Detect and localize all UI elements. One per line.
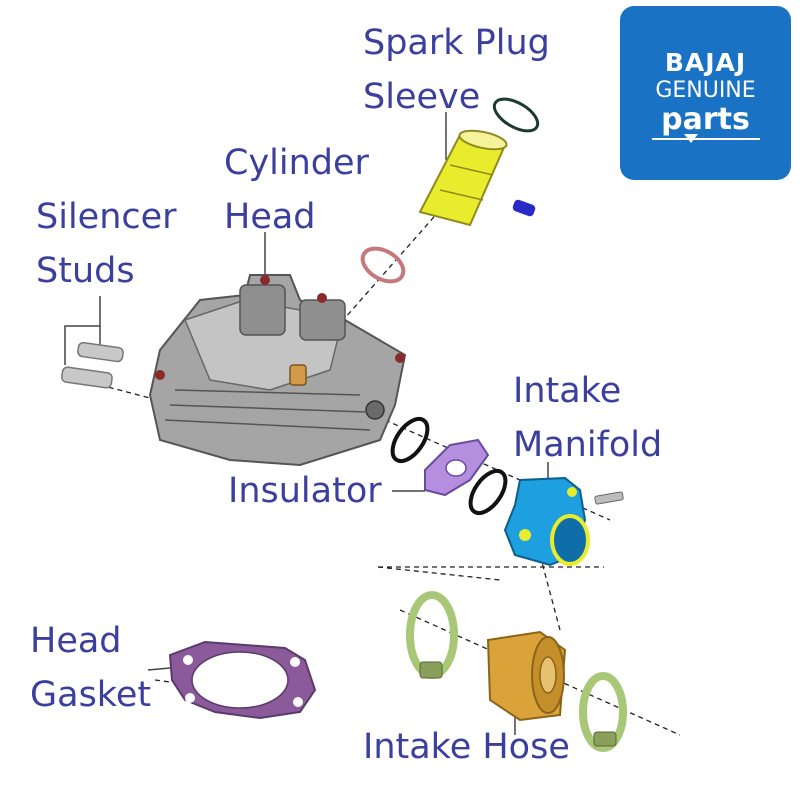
label-silencer-studs-line2: Studs [36, 251, 135, 291]
bajaj-genuine-parts-logo: BAJAJ GENUINE parts [620, 6, 791, 180]
manifold-o-ring-1 [390, 416, 430, 464]
label-insulator: Insulator [228, 471, 382, 511]
label-intake-hose: Intake Hose [363, 727, 570, 767]
label-spark-plug-sleeve-line1: Spark Plug [363, 23, 550, 63]
logo-parts: parts [661, 102, 750, 137]
head-gasket-part [168, 640, 317, 720]
logo-brand: BAJAJ [664, 48, 747, 77]
label-spark-plug-sleeve-line2: Sleeve [363, 77, 481, 117]
intake-hose-part [486, 630, 567, 722]
intake-manifold-part [503, 476, 624, 567]
head-o-ring [360, 246, 406, 284]
logo-arrow-icon [684, 134, 698, 143]
cylinder-head-part [148, 274, 407, 467]
logo-underline [652, 138, 760, 140]
label-head-gasket-line1: Head [30, 621, 122, 661]
label-cylinder-head-line1: Cylinder [224, 143, 369, 183]
insulator-part [424, 438, 490, 497]
label-intake-manifold-line2: Manifold [513, 425, 663, 465]
silencer-studs-part [61, 341, 124, 389]
label-head-gasket-line2: Gasket [30, 675, 152, 715]
label-silencer-studs-line1: Silencer [36, 197, 177, 237]
label-cylinder-head-line2: Head [224, 197, 316, 237]
logo-genuine: GENUINE [655, 78, 756, 103]
hose-clamps-part [406, 591, 627, 752]
manifold-o-ring-2 [468, 468, 508, 516]
label-intake-manifold-line1: Intake [513, 371, 622, 411]
spark-plug-sleeve-part [418, 97, 540, 227]
